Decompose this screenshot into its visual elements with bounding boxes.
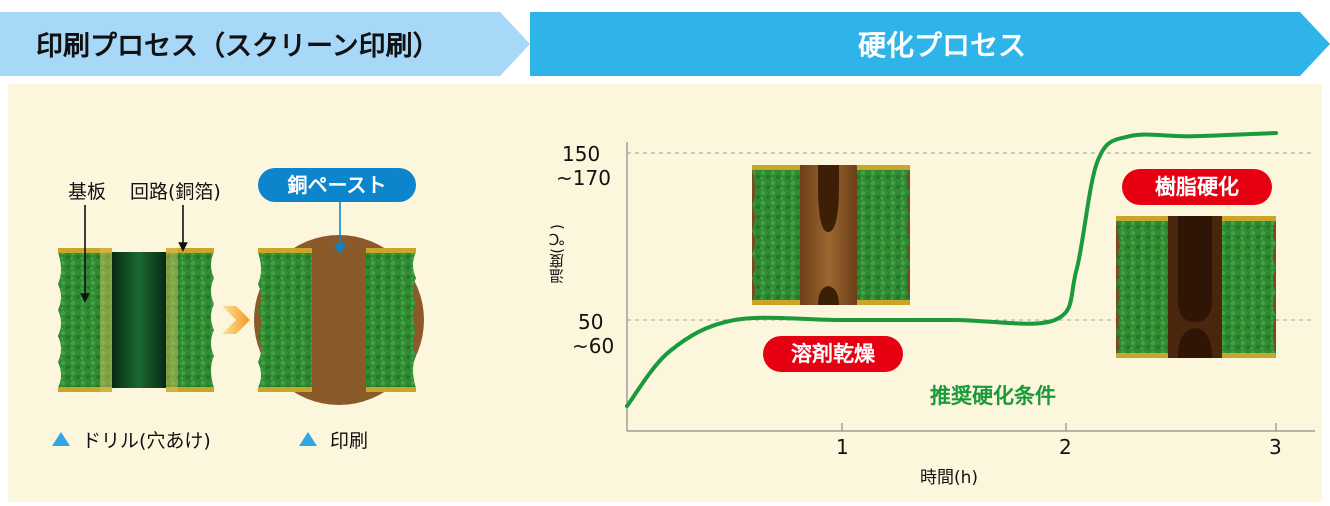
via-solvent-dry: [752, 165, 910, 305]
series-label-recommended-cure: 推奨硬化条件: [930, 384, 1056, 408]
x-tick-label-2: 2: [1059, 435, 1072, 459]
cure-process-banner: [530, 12, 1330, 76]
print-step-triangle: [299, 432, 317, 446]
step-drill-label: ドリル(穴あけ): [82, 430, 211, 452]
cure-process-title: 硬化プロセス: [858, 29, 1027, 62]
step-print-label: 印刷: [330, 430, 369, 452]
via-resin-cure: [1116, 216, 1276, 358]
x-tick-label-3: 3: [1269, 435, 1282, 459]
drilled-board: [58, 248, 214, 392]
x-tick-label-1: 1: [836, 435, 849, 459]
resin-cure-badge: 樹脂硬化: [1122, 169, 1272, 205]
process-arrow: [222, 306, 250, 334]
copper-paste-badge: 銅ペースト: [258, 168, 416, 202]
series-line-recommended-cure: [625, 131, 1278, 408]
y-tick-label-low-range: ~60: [572, 334, 615, 358]
print-process-title: 印刷プロセス（スクリーン印刷）: [36, 31, 440, 62]
label-circuit: 回路(銅箔): [130, 181, 221, 203]
solvent-dry-badge: 溶剤乾燥: [763, 336, 903, 372]
chart: [625, 131, 1315, 432]
y-tick-label-low: 50: [578, 310, 604, 334]
printed-board: [254, 235, 424, 405]
y-tick-label-high: 150: [562, 142, 601, 166]
paste-pointer-head: [334, 244, 346, 254]
x-axis-label: 時間(h): [920, 468, 979, 488]
y-tick-label-high-range: ~170: [556, 166, 611, 190]
print-process-banner: [0, 12, 530, 76]
y-axis-label: 温度(℃): [548, 224, 566, 284]
drill-step-triangle: [52, 432, 70, 446]
label-substrate: 基板: [68, 181, 107, 203]
